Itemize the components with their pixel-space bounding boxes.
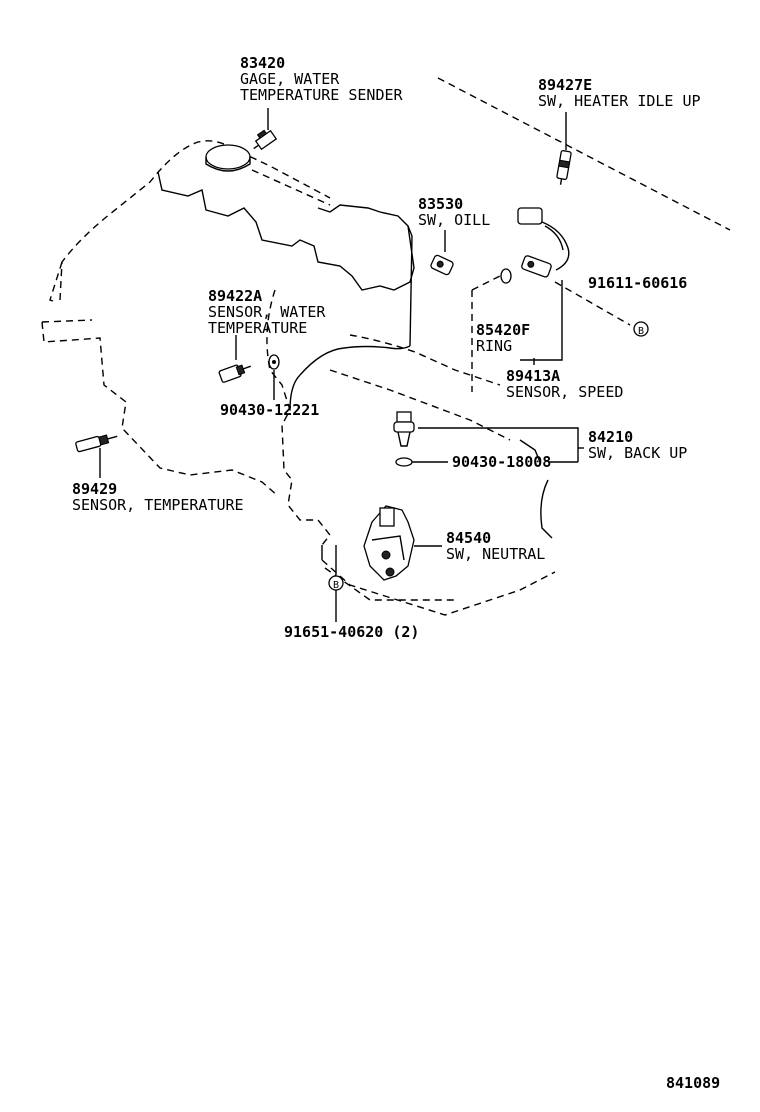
marker-b-left-label: B (333, 580, 339, 591)
part-description: SW, HEATER IDLE UP (538, 92, 701, 110)
engine-block (157, 144, 553, 560)
label-89429: 89429 SENSOR, TEMPERATURE (72, 480, 244, 514)
speed-sensor-part (471, 207, 631, 392)
part-description: SW, OILL (418, 211, 490, 229)
part-number: 91651-40620 (2) (284, 623, 419, 641)
neutral-switch-part (328, 505, 442, 622)
figure-number: 841089 (666, 1074, 720, 1092)
part-number: 89422A (208, 287, 262, 305)
part-description: RING (476, 337, 512, 355)
part-number: 85420F (476, 321, 530, 339)
part-description: TEMPERATURE SENDER (240, 86, 404, 104)
part-description: SW, BACK UP (588, 444, 687, 462)
label-84540: 84540 SW, NEUTRAL (446, 529, 545, 563)
water-temperature-gage-part (253, 108, 278, 151)
part-number: 83420 (240, 54, 285, 72)
part-description: GAGE, WATER (240, 70, 340, 88)
part-number: 84540 (446, 529, 491, 547)
part-number: 91611-60616 (588, 274, 687, 292)
label-85420f: 85420F RING (476, 321, 530, 355)
part-number: 83530 (418, 195, 463, 213)
label-89422a: 89422A SENSOR, WATER TEMPERATURE (208, 287, 326, 337)
back-up-switch-part (393, 411, 584, 467)
label-89413a: 89413A SENSOR, SPEED (506, 367, 623, 401)
part-description: SENSOR, SPEED (506, 383, 623, 401)
heater-idle-up-switch-part (556, 112, 572, 185)
label-90430-18008: 90430-18008 (452, 453, 551, 471)
part-number: 90430-12221 (220, 401, 319, 419)
label-83530: 83530 SW, OILL (418, 195, 490, 229)
reference-line-cap (251, 169, 331, 206)
label-89427e: 89427E SW, HEATER IDLE UP (538, 76, 701, 110)
part-number: 84210 (588, 428, 633, 446)
part-description: SENSOR, TEMPERATURE (72, 496, 244, 514)
reference-line-top (437, 77, 731, 231)
part-description: SW, NEUTRAL (446, 545, 545, 563)
part-number: 89413A (506, 367, 560, 385)
marker-b-right (633, 321, 649, 337)
label-84210: 84210 SW, BACK UP (588, 428, 687, 462)
label-90430-12221: 90430-12221 (220, 401, 319, 419)
part-description: TEMPERATURE (208, 319, 307, 337)
part-number: 90430-18008 (452, 453, 551, 471)
part-description: SENSOR, WATER (208, 303, 326, 321)
oil-switch-part (430, 230, 454, 276)
temperature-sensor-part (75, 434, 118, 478)
label-83420: 83420 GAGE, WATER TEMPERATURE SENDER (240, 54, 404, 104)
part-number: 89429 (72, 480, 117, 498)
part-number: 89427E (538, 76, 592, 94)
label-91651: 91651-40620 (2) (284, 623, 419, 641)
marker-b-right-label: B (638, 326, 644, 337)
water-temperature-sensor-part (218, 335, 280, 400)
label-91611: 91611-60616 (588, 274, 687, 292)
